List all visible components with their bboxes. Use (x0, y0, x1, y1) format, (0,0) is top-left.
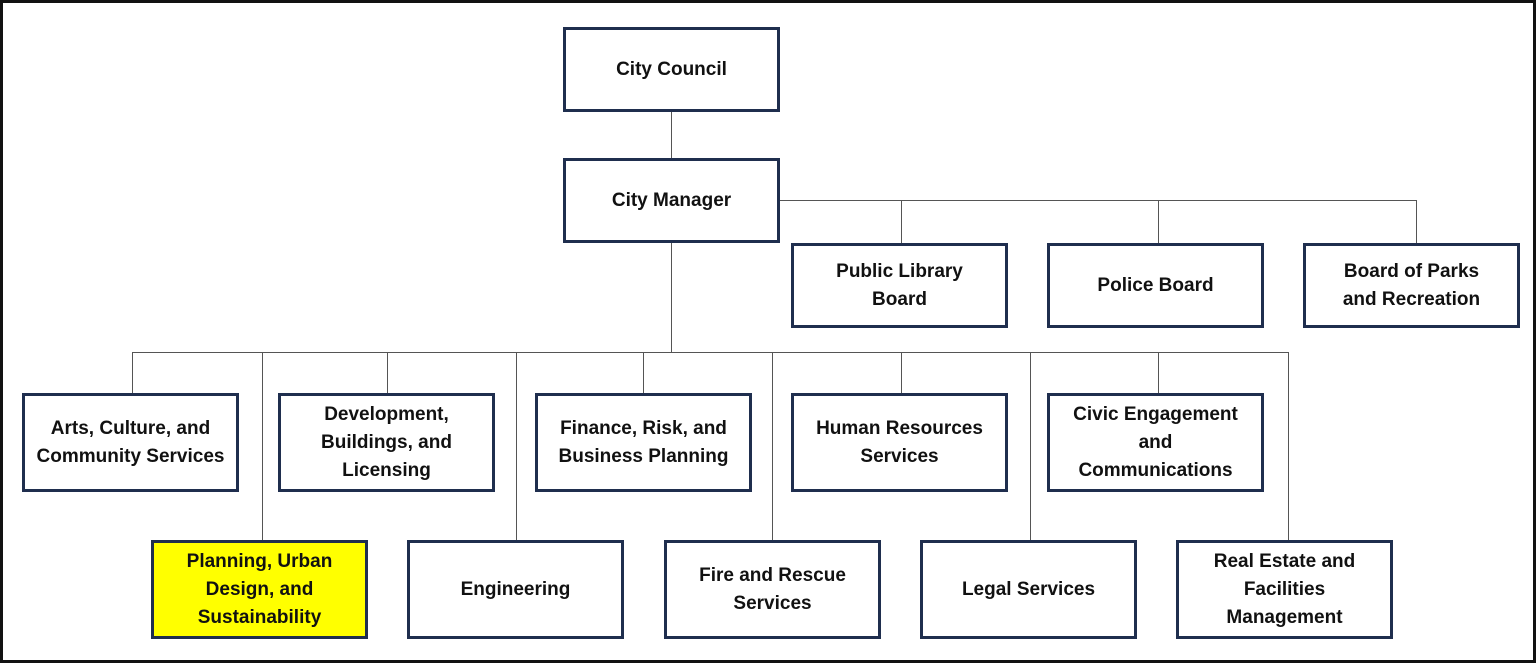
connector-real-estate (1288, 352, 1289, 541)
police-board-box: Police Board (1047, 243, 1264, 328)
department-box-finance: Finance, Risk, and Business Planning (535, 393, 752, 492)
parks-board-label: Board of Parks and Recreation (1342, 260, 1481, 310)
city-manager-box: City Manager (563, 158, 780, 243)
connector-arts (132, 352, 133, 394)
department-label: Legal Services (961, 578, 1096, 600)
department-box-fire: Fire and Rescue Services (664, 540, 881, 639)
connector-council-manager (671, 111, 672, 161)
department-box-planning: Planning, Urban Design, and Sustainabili… (151, 540, 368, 639)
department-box-engineering: Engineering (407, 540, 624, 639)
city-council-box: City Council (563, 27, 780, 112)
department-label: Fire and Rescue Services (699, 564, 846, 614)
city-manager-label: City Manager (611, 189, 732, 211)
department-box-legal: Legal Services (920, 540, 1137, 639)
department-label: Arts, Culture, and Community Services (36, 417, 225, 467)
public-library-board-label: Public Library Board (836, 260, 963, 310)
department-label: Engineering (460, 578, 571, 600)
connector-civic (1158, 352, 1159, 394)
department-box-arts: Arts, Culture, and Community Services (22, 393, 239, 492)
connector-engineering (516, 352, 517, 541)
public-library-board-box: Public Library Board (791, 243, 1008, 328)
connector-police-board (1158, 200, 1159, 244)
connector-development (387, 352, 388, 394)
department-label: Finance, Risk, and Business Planning (558, 417, 729, 467)
city-council-label: City Council (616, 58, 727, 80)
connector-boards-bus (779, 200, 1417, 201)
police-board-label: Police Board (1097, 274, 1214, 296)
parks-board-box: Board of Parks and Recreation (1303, 243, 1520, 328)
department-label: Civic Engagement and Communications (1073, 403, 1238, 481)
department-box-development: Development, Buildings, and Licensing (278, 393, 495, 492)
connector-fire (772, 352, 773, 541)
connector-hr (901, 352, 902, 394)
connector-library-board (901, 200, 902, 244)
connector-finance (643, 352, 644, 394)
department-box-hr: Human Resources Services (791, 393, 1008, 492)
department-label: Human Resources Services (816, 417, 983, 467)
connector-departments-bus (132, 352, 1289, 353)
department-box-real-estate: Real Estate and Facilities Management (1176, 540, 1393, 639)
department-label: Planning, Urban Design, and Sustainabili… (186, 550, 333, 628)
connector-parks-board (1416, 200, 1417, 244)
connector-legal (1030, 352, 1031, 541)
department-label: Real Estate and Facilities Management (1213, 550, 1356, 628)
department-label: Development, Buildings, and Licensing (321, 403, 452, 481)
connector-manager-departments (671, 242, 672, 353)
connector-planning (262, 352, 263, 541)
department-box-civic: Civic Engagement and Communications (1047, 393, 1264, 492)
